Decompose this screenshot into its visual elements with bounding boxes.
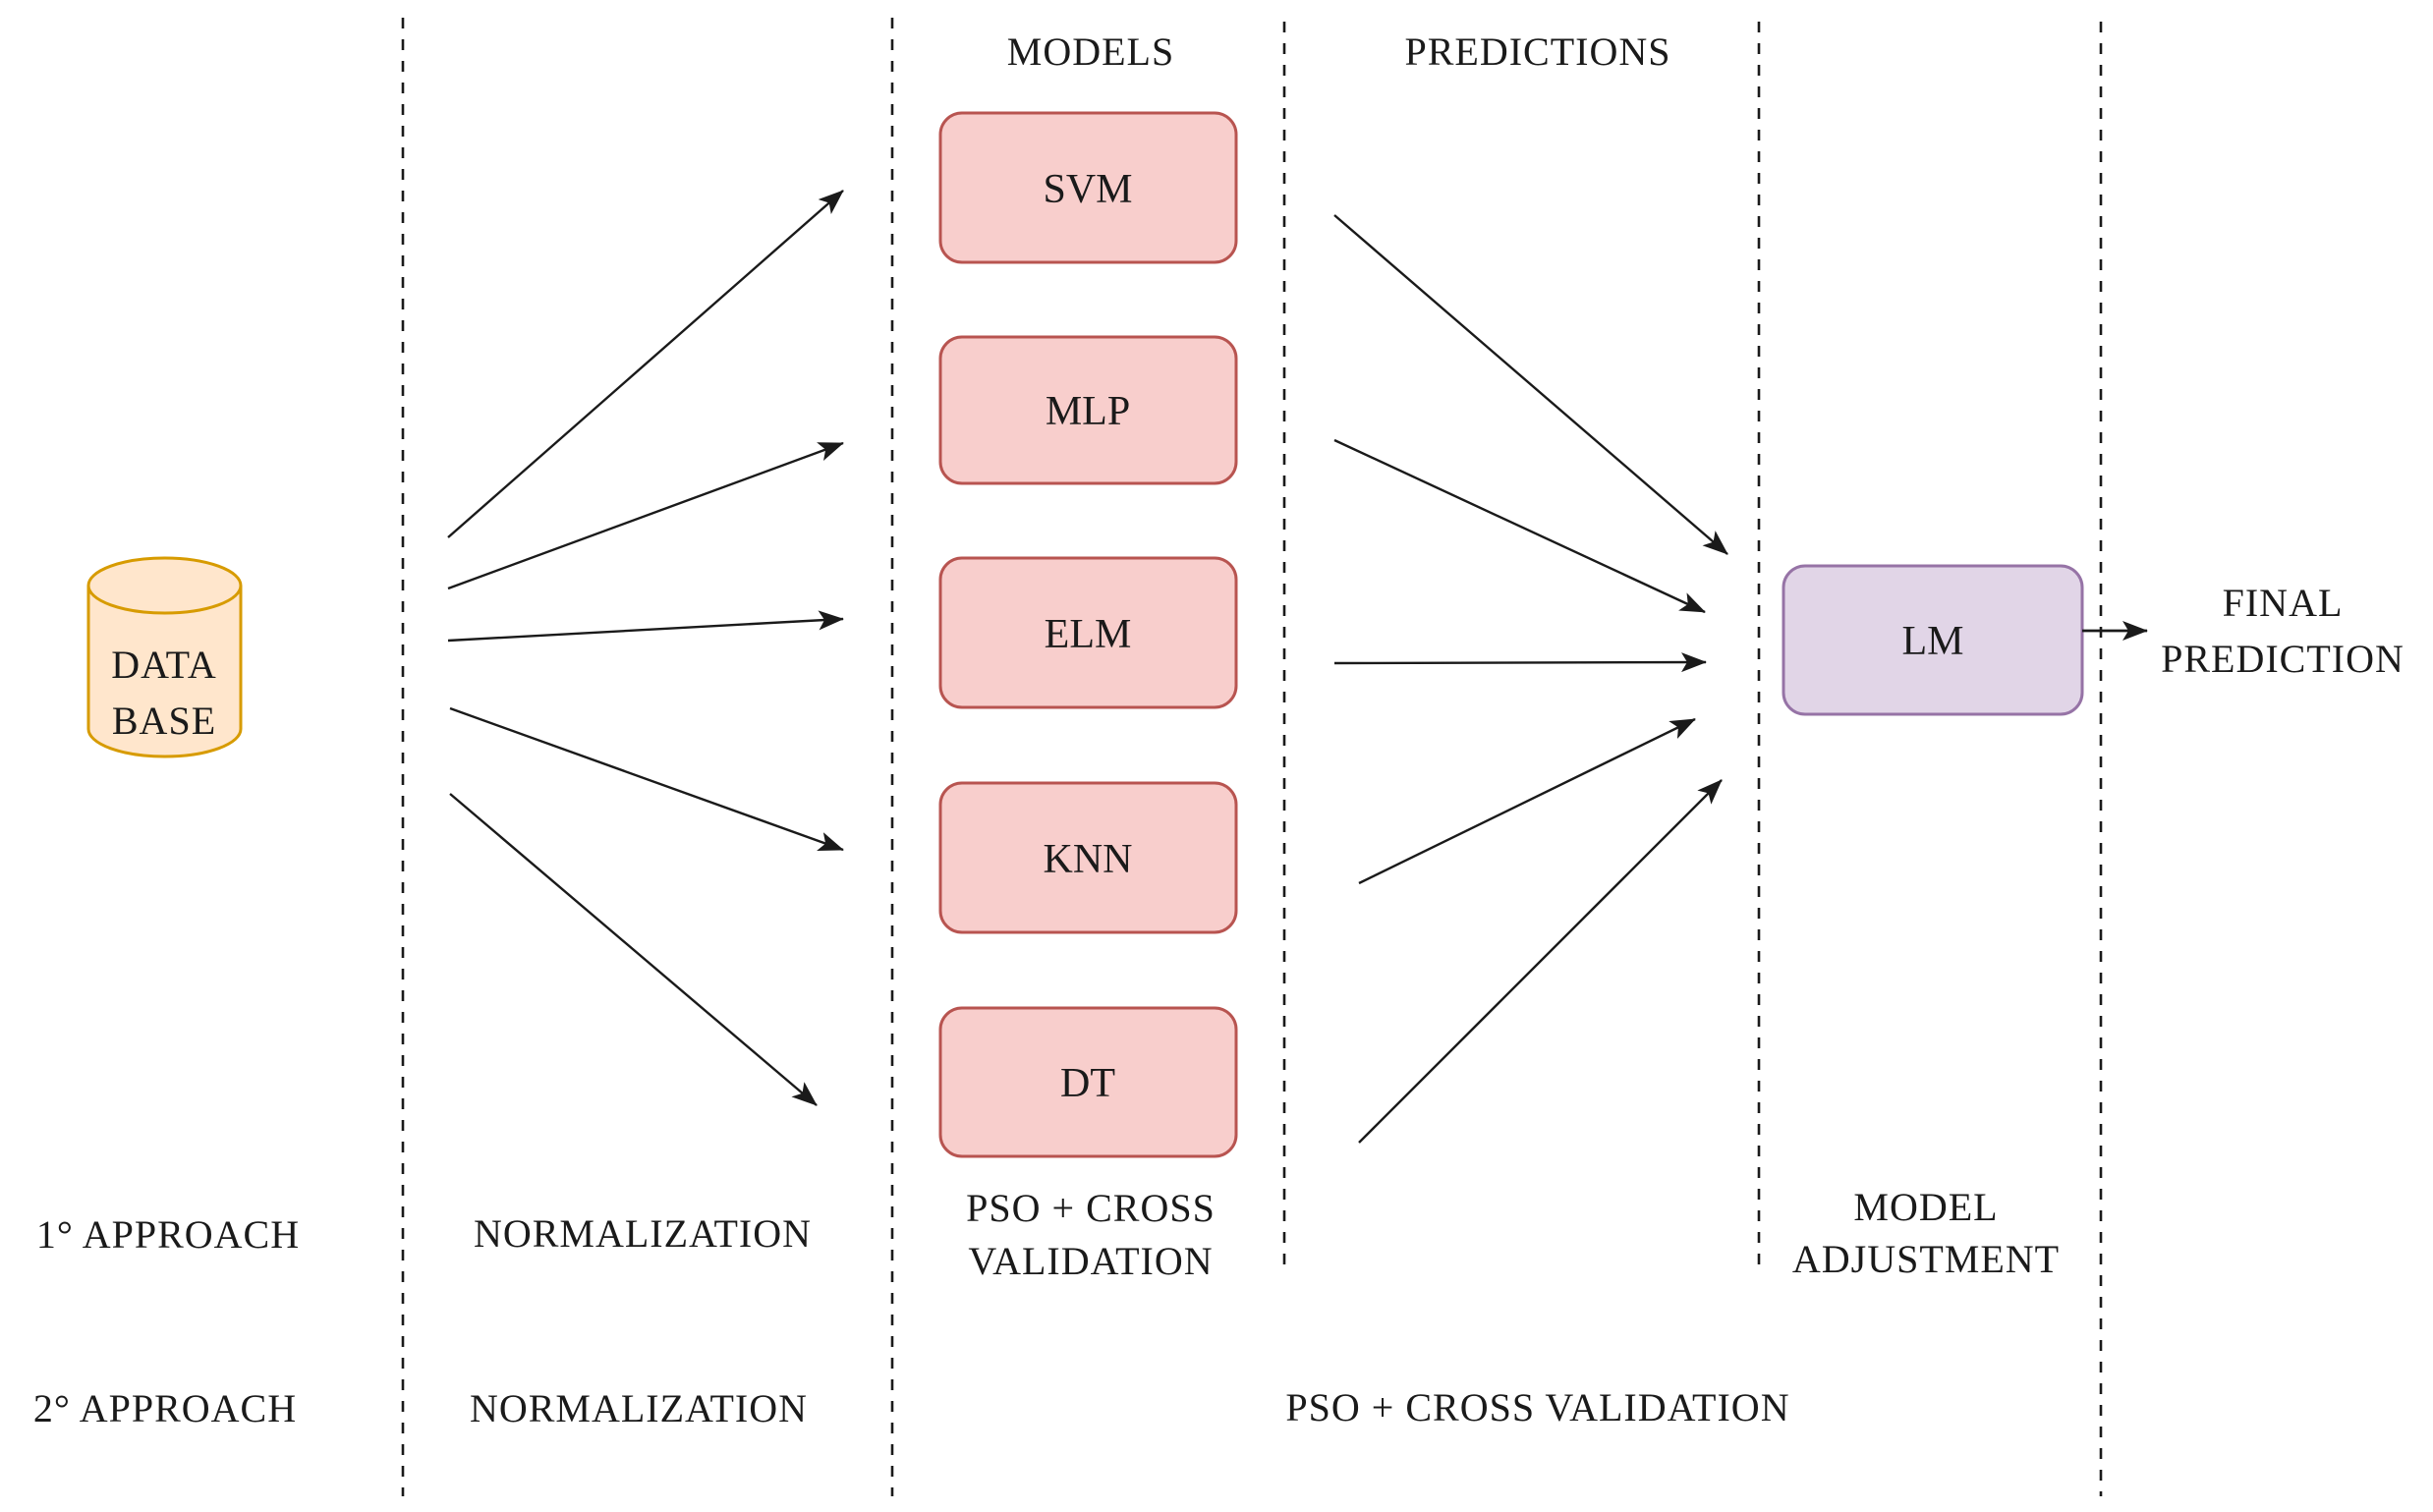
- database-label-line1: DATA: [111, 643, 216, 687]
- model-label: DT: [1060, 1061, 1115, 1106]
- model-label: ELM: [1045, 612, 1132, 657]
- model-node-knn: KNN: [938, 781, 1238, 934]
- arrow-database-to-dt: [449, 793, 818, 1106]
- arrow-elm-to-lm: [1333, 652, 1707, 673]
- stage-approach2-normalization: NORMALIZATION: [470, 1386, 808, 1430]
- stage-approach1-normalization: NORMALIZATION: [474, 1211, 812, 1256]
- column-header-predictions: PREDICTIONS: [1404, 29, 1670, 74]
- stage-approach1-adjustment-line1: MODEL: [1853, 1185, 1998, 1229]
- arrow-knn-to-lm: [1358, 717, 1696, 885]
- model-label: SVM: [1043, 167, 1132, 212]
- model-label: MLP: [1046, 389, 1130, 434]
- stage-approach1-pso-line2: VALIDATION: [968, 1239, 1213, 1283]
- model-label: KNN: [1044, 837, 1133, 882]
- arrow-database-to-knn: [449, 706, 844, 852]
- arrow-database-to-elm: [447, 610, 844, 643]
- arrow-mlp-to-lm: [1333, 438, 1706, 614]
- database-cylinder-body: [86, 586, 243, 758]
- model-box: [938, 781, 1238, 934]
- column-header-models: MODELS: [1007, 29, 1174, 74]
- database-icon: DATA BASE: [86, 556, 243, 758]
- stage-approach2-pso: PSO + CROSS VALIDATION: [1285, 1385, 1789, 1429]
- final-prediction-line1: FINAL: [2223, 581, 2344, 625]
- meta-model-node-lm: LM: [1782, 564, 2084, 716]
- arrow-database-to-mlp: [447, 441, 844, 590]
- model-box: [938, 335, 1238, 485]
- final-prediction-line2: PREDICTION: [2161, 637, 2405, 681]
- stage-approach1-adjustment-line2: ADJUSTMENT: [1792, 1237, 2060, 1281]
- model-box: [938, 111, 1238, 264]
- database-cylinder-top: [86, 556, 243, 615]
- meta-model-box: [1782, 564, 2084, 716]
- model-node-svm: SVM: [938, 111, 1238, 264]
- model-box: [938, 1006, 1238, 1158]
- database-label-line2: BASE: [112, 699, 216, 743]
- arrow-svm-to-lm: [1333, 214, 1728, 555]
- arrow-database-to-svm: [447, 190, 844, 538]
- model-box: [938, 556, 1238, 709]
- meta-model-label: LM: [1902, 619, 1964, 664]
- stage-approach1-pso-line1: PSO + CROSS: [966, 1186, 1216, 1230]
- stage-approach1-label: 1° APPROACH: [36, 1212, 300, 1257]
- model-node-mlp: MLP: [938, 335, 1238, 485]
- model-node-elm: ELM: [938, 556, 1238, 709]
- final-prediction-label: FINAL PREDICTION: [2161, 581, 2405, 681]
- arrow-dt-to-lm: [1358, 779, 1723, 1144]
- stage-approach2-label: 2° APPROACH: [33, 1386, 297, 1430]
- model-node-dt: DT: [938, 1006, 1238, 1158]
